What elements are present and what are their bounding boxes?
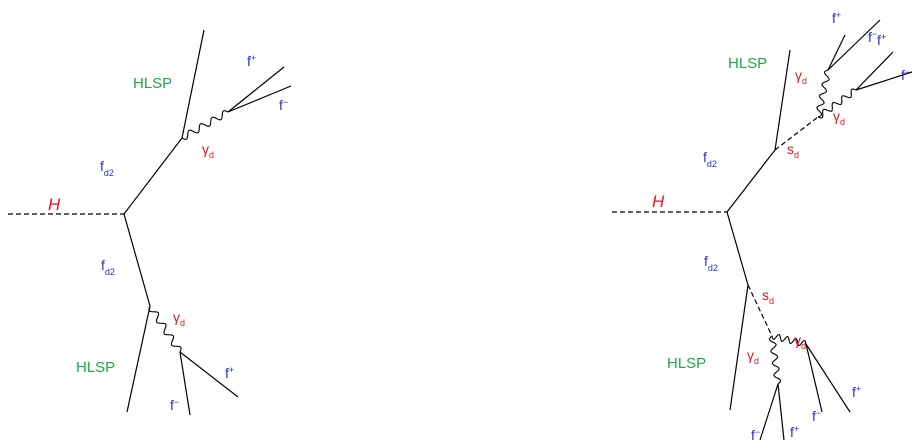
dark-photon-line-lower-b — [768, 335, 782, 385]
label-dark-photon-upper: γd — [202, 141, 214, 160]
fermion-line-upper-a-plus — [827, 34, 846, 71]
label-dark-scalar-lower: sd — [762, 287, 774, 306]
dark-photon-line-upper — [181, 110, 229, 140]
label-fermion-minus-lower: f− — [170, 397, 179, 413]
label-dark-photon-lower-a: γd — [794, 332, 806, 351]
label-dark-photon-upper-b: γd — [833, 108, 845, 127]
dark-scalar-line-upper — [774, 116, 819, 151]
hlsp-line-lower — [729, 284, 749, 411]
fermion-line-lower-minus — [179, 351, 191, 416]
label-fermion-minus-lower-b: f− — [751, 427, 760, 443]
fermion-line-lower-b-minus — [759, 383, 779, 441]
fermion-line-upper-a-minus — [827, 19, 881, 71]
fermion-line-upper-minus — [227, 85, 292, 113]
fermion-line-upper-b-plus — [855, 51, 894, 91]
dark-photon-line-upper-b — [817, 88, 857, 119]
fermion-line-lower-a-plus — [805, 343, 851, 413]
label-dark-fermion-upper: fd2 — [703, 149, 717, 169]
fermion-line-lower-a-minus — [805, 343, 823, 413]
label-fermion-plus-upper-a: f+ — [832, 10, 841, 26]
hlsp-line-lower — [126, 305, 151, 413]
dark-fermion-line-upper — [123, 137, 183, 215]
label-higgs: H — [48, 195, 61, 214]
dark-photon-line-lower-a — [771, 334, 807, 346]
dark-photon-line-lower — [148, 305, 182, 353]
label-hlsp-lower: HLSP — [76, 359, 115, 376]
label-dark-scalar-upper: sd — [787, 141, 799, 160]
label-fermion-minus-upper-b: f− — [901, 67, 910, 83]
label-dark-fermion-lower: fd2 — [704, 253, 718, 273]
label-hlsp-upper: HLSP — [133, 75, 172, 92]
dark-fermion-line-lower — [123, 213, 151, 307]
dark-fermion-line-upper — [726, 149, 776, 213]
label-fermion-plus-lower-a: f+ — [852, 384, 861, 400]
dark-fermion-line-lower — [726, 211, 749, 286]
label-fermion-plus-lower-b: f+ — [790, 424, 799, 440]
label-dark-photon-upper-a: γd — [795, 67, 807, 86]
hlsp-line-upper — [774, 49, 791, 151]
dark-photon-line-upper-a — [816, 69, 830, 118]
dark-scalar-line-lower — [747, 284, 773, 337]
label-fermion-minus-lower-a: f− — [812, 408, 821, 424]
fermion-line-lower-plus — [179, 351, 239, 398]
label-dark-fermion-lower: fd2 — [101, 257, 115, 277]
label-fermion-minus-upper: f− — [279, 97, 288, 113]
label-hlsp-lower: HLSP — [667, 355, 706, 372]
hlsp-line-upper — [181, 29, 205, 139]
label-fermion-minus-upper-a: f− — [868, 29, 877, 45]
diagram-left: H HLSP HLSP fd2 fd2 γd γd f+ f− f+ f− — [8, 29, 292, 416]
label-hlsp-upper: HLSP — [728, 55, 767, 72]
fermion-line-upper-b-minus — [855, 71, 912, 91]
label-dark-fermion-upper: fd2 — [100, 158, 114, 178]
label-fermion-plus-lower: f+ — [225, 365, 234, 381]
fermion-line-upper-plus — [227, 66, 285, 113]
label-fermion-plus-upper: f+ — [247, 53, 256, 69]
label-fermion-plus-upper-b: f+ — [877, 32, 886, 48]
diagram-right: H HLSP HLSP fd2 fd2 sd sd γd γd γd γd f+… — [612, 10, 912, 443]
label-dark-photon-lower: γd — [173, 309, 185, 328]
label-higgs: H — [652, 192, 665, 211]
label-dark-photon-lower-b: γd — [747, 347, 759, 366]
fermion-line-lower-b-plus — [777, 383, 785, 441]
